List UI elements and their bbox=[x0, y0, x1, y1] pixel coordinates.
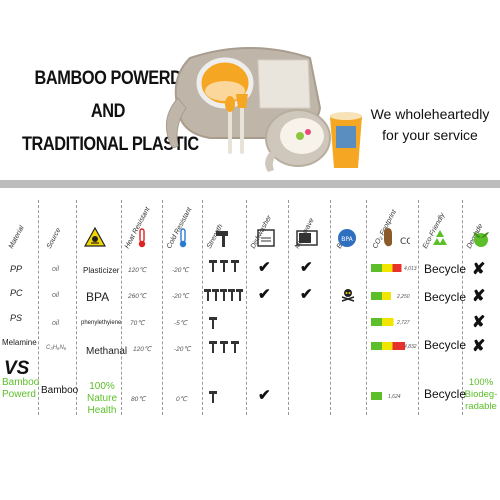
bamboo-health-line-2: Nature bbox=[86, 393, 117, 404]
recycle-icon bbox=[433, 230, 447, 245]
bamboo-degrade-line-3: radable bbox=[465, 401, 497, 412]
eco-bamboo: Becycle bbox=[424, 387, 467, 401]
dishwasher-check-pc: ✔ bbox=[258, 286, 271, 303]
cold-pc: -20℃ bbox=[172, 293, 189, 300]
material-pc: PC bbox=[10, 288, 23, 298]
footprint-bar-ps bbox=[371, 318, 407, 326]
bamboo-degrade-line-2: Biodeg- bbox=[464, 389, 498, 400]
footprint-value-bamboo: 1,624 bbox=[388, 394, 401, 400]
cold-ps: -5℃ bbox=[174, 320, 188, 327]
footprint-value-pp: 4,013 bbox=[404, 266, 417, 272]
slogan-line-2: for your service bbox=[382, 127, 478, 143]
material-bamboo-line-2: Powerd bbox=[2, 389, 36, 400]
plasticizer-pp: Plasticizer bbox=[83, 266, 120, 275]
footprint-bar-bamboo bbox=[371, 392, 407, 400]
bamboo-degrade-claim: 100% Biodeg- radable bbox=[462, 377, 500, 413]
source-bamboo: Bamboo bbox=[41, 385, 79, 396]
cold-bamboo: 0℃ bbox=[176, 396, 187, 403]
material-pp: PP bbox=[10, 264, 23, 274]
heat-bamboo: 80℃ bbox=[131, 396, 146, 403]
strength-hammers-ps bbox=[209, 317, 217, 329]
sprout-icon bbox=[473, 232, 489, 247]
warning-skull-icon bbox=[84, 226, 106, 247]
headline-line-2: AND bbox=[90, 101, 126, 122]
heat-melamine: 120℃ bbox=[133, 346, 152, 353]
cold-melamine: -20℃ bbox=[174, 346, 191, 353]
skull-crossbones-icon bbox=[341, 289, 355, 302]
col-material: Material bbox=[7, 224, 26, 250]
plasticizer-pc: BPA bbox=[86, 290, 110, 304]
slogan: We wholeheartedly for your service bbox=[360, 104, 500, 146]
degrade-x-pp: ✘ bbox=[472, 261, 486, 278]
plasticizer-ps: phenylethyiene bbox=[81, 320, 122, 326]
eco-melamine: Becycle bbox=[424, 338, 467, 352]
source-pc: oil bbox=[52, 292, 60, 299]
elephant-tableware-image bbox=[165, 47, 362, 172]
source-melamine: C₃H₆N₆ bbox=[46, 345, 67, 351]
col-source: Source bbox=[45, 227, 63, 250]
degrade-x-melamine: ✘ bbox=[472, 338, 486, 355]
source-pp: oil bbox=[52, 266, 60, 273]
vs-label: VS bbox=[4, 358, 30, 379]
co2-footprint-icon: CO bbox=[384, 228, 410, 247]
microwave-icon bbox=[296, 230, 318, 246]
bamboo-health-line-3: Health bbox=[87, 405, 117, 416]
dishwasher-check-pp: ✔ bbox=[258, 259, 271, 276]
headline-line-3: TRADITIONAL PLASTIC bbox=[22, 134, 199, 155]
microwave-check-pp: ✔ bbox=[300, 259, 313, 276]
strength-hammers-pc bbox=[204, 289, 243, 301]
bpa-free-icon: BPA bbox=[338, 229, 356, 247]
source-ps: oil bbox=[52, 320, 60, 327]
footprint-value-melamine: 4,832 bbox=[404, 344, 417, 350]
footprint-value-ps: 2,727 bbox=[397, 320, 410, 326]
cold-pp: -20℃ bbox=[172, 267, 189, 274]
dishwasher-icon bbox=[257, 229, 275, 247]
degrade-x-ps: ✘ bbox=[472, 314, 486, 331]
svg-text:CO: CO bbox=[400, 237, 410, 247]
strength-hammers-pp bbox=[209, 260, 239, 272]
thermometer-cold-icon bbox=[179, 228, 187, 248]
material-bamboo-line-1: Bamboo bbox=[2, 377, 40, 388]
degrade-x-pc: ✘ bbox=[472, 288, 486, 305]
thermometer-hot-icon bbox=[138, 228, 146, 248]
headline: BAMBOO POWERD AND TRADITIONAL PLASTIC bbox=[8, 62, 208, 161]
slogan-line-1: We wholeheartedly bbox=[370, 106, 490, 122]
heat-pp: 120℃ bbox=[128, 267, 147, 274]
heat-ps: 70℃ bbox=[130, 320, 145, 327]
plasticizer-melamine: Methanal bbox=[86, 346, 128, 357]
footprint-bar-pc bbox=[371, 292, 407, 300]
eco-pc: Becycle bbox=[424, 290, 467, 304]
eco-pp: Becycle bbox=[424, 262, 467, 276]
footprint-bar-melamine bbox=[371, 342, 407, 350]
bamboo-health-line-1: 100% bbox=[89, 381, 115, 392]
microwave-check-pc: ✔ bbox=[300, 286, 313, 303]
hammer-icon bbox=[216, 231, 228, 247]
dishwasher-check-bamboo: ✔ bbox=[258, 387, 271, 404]
headline-line-1: BAMBOO POWERD bbox=[34, 68, 182, 89]
strength-hammers-melamine bbox=[209, 341, 239, 353]
svg-text:BPA: BPA bbox=[341, 236, 353, 243]
footprint-bar-pp bbox=[371, 264, 407, 272]
material-bamboo: Bamboo Powerd bbox=[2, 377, 39, 401]
divider-bar bbox=[0, 180, 500, 188]
bamboo-degrade-line-1: 100% bbox=[468, 377, 494, 388]
bamboo-health-claim: 100% Nature Health bbox=[86, 381, 118, 417]
material-ps: PS bbox=[10, 313, 23, 323]
strength-hammers-bamboo bbox=[209, 391, 217, 403]
material-melamine: Melamine bbox=[2, 338, 37, 347]
footprint-value-pc: 2,250 bbox=[397, 294, 410, 300]
heat-pc: 260℃ bbox=[128, 293, 147, 300]
